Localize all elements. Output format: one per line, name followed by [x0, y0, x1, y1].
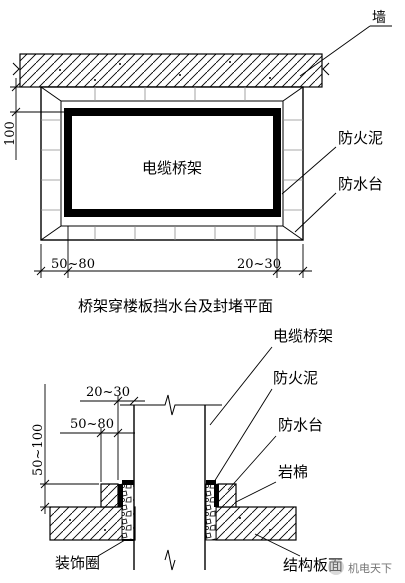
watermark-logo-icon [328, 559, 344, 575]
fireproof-mud-left-top [122, 480, 134, 485]
section-rock-wool-label: 岩棉 [278, 463, 308, 481]
top-caption: 桥架穿楼板挡水台及封堵平面 [78, 297, 273, 315]
top-dim-left: 50~80 [51, 257, 95, 272]
section-fireproof-mud-leader [213, 388, 273, 483]
section-fireproof-mud-label: 防火泥 [273, 369, 318, 387]
water-curb-right [217, 483, 237, 508]
watermark: 机电天下 [328, 559, 392, 575]
wall-axis-mark-right [322, 62, 330, 76]
water-curb-left [100, 483, 119, 508]
section-water-curb-label: 防水台 [278, 416, 323, 434]
section-slab-label: 结构板面 [283, 556, 343, 574]
wall-band [19, 53, 323, 88]
slab-speckles [69, 517, 271, 531]
wall-axis-mark-left [12, 62, 20, 76]
top-dim-right: 20~30 [237, 257, 281, 272]
trim-ring-leader [97, 539, 126, 557]
section-tray-label: 电缆桥架 [273, 327, 333, 345]
section-trim-ring-label: 装饰圈 [55, 554, 100, 572]
slab-leader [254, 533, 301, 557]
slab-right [215, 506, 297, 541]
fireproof-mud-right [214, 484, 219, 507]
fireproof-mud-left [118, 484, 123, 507]
section-dim-b: 50~80 [70, 417, 114, 432]
slab-left [49, 506, 136, 541]
fireproof-mud-leader [281, 146, 337, 195]
top-view: 墙 电缆桥架 [3, 10, 392, 315]
dim-horizontal-top [34, 226, 312, 278]
watermark-text: 机电天下 [348, 561, 392, 575]
fireproof-mud-right-top [206, 480, 216, 485]
section-water-curb-leader [227, 435, 277, 491]
top-dim-vertical: 100 [3, 121, 18, 146]
break-line-bottom [164, 549, 176, 571]
section-dims [40, 384, 145, 514]
water-curb-leader [294, 192, 337, 233]
section-rock-wool-leader [235, 481, 277, 503]
wall-label: 墙 [372, 10, 386, 26]
break-line [120, 394, 222, 416]
dim-vertical-100 [10, 78, 66, 160]
top-water-curb-label: 防水台 [338, 175, 383, 193]
top-tray-label: 电缆桥架 [142, 159, 202, 177]
section-dim-vertical: 50~100 [31, 424, 46, 476]
section-dim-a: 20~30 [86, 385, 130, 400]
wall-speckles [59, 61, 271, 81]
top-fireproof-mud-label: 防火泥 [338, 129, 383, 147]
fireproof-mud-ring [64, 108, 281, 217]
section-view: 电缆桥架 防火泥 防水台 岩棉 20~30 50~80 50~100 [31, 327, 343, 574]
section-tray-leader [209, 346, 273, 426]
rock-wool-left [121, 483, 135, 541]
wall-leader [299, 25, 371, 77]
